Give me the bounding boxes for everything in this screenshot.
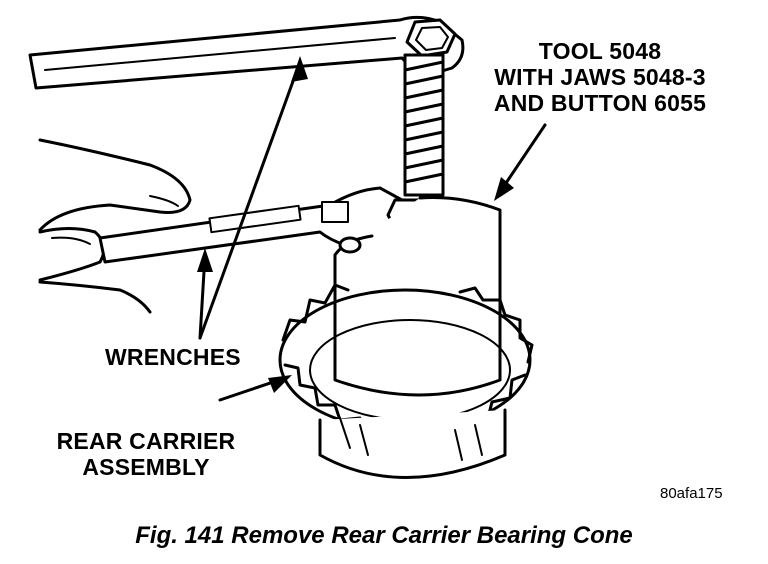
tool-label-line-3: AND BUTTON 6055	[493, 90, 707, 116]
arrowhead-lower-wrench	[197, 248, 213, 272]
carrier-label: REAR CARRIER ASSEMBLY	[36, 428, 256, 480]
tool-label-line-2: WITH JAWS 5048-3	[494, 64, 706, 90]
threaded-screw	[403, 53, 445, 197]
tool-label-line-1: TOOL 5048	[538, 38, 662, 64]
figure-code: 80afa175	[660, 485, 723, 502]
puller-body	[333, 196, 502, 397]
hand	[38, 138, 192, 314]
carrier-label-line-2: ASSEMBLY	[82, 454, 210, 480]
carrier-gear-ring	[278, 283, 534, 479]
arrowhead-carrier	[268, 375, 292, 393]
arrowhead-upper-wrench	[291, 56, 308, 82]
tool-label: TOOL 5048 WITH JAWS 5048-3 AND BUTTON 60…	[470, 38, 730, 116]
arrowhead-tool	[494, 177, 514, 201]
upper-wrench	[28, 15, 465, 90]
figure-caption: Fig. 141 Remove Rear Carrier Bearing Con…	[135, 522, 633, 549]
wrenches-label: WRENCHES	[105, 344, 241, 370]
carrier-label-line-1: REAR CARRIER	[56, 428, 236, 454]
